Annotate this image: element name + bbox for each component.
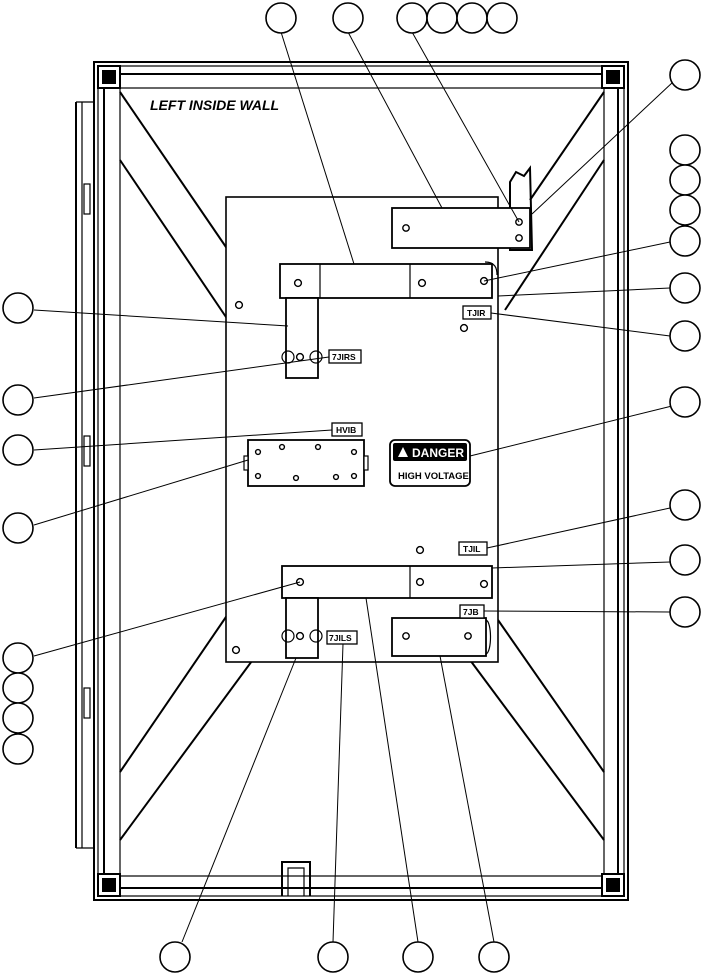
lower-busbar	[231, 545, 493, 659]
callout-right-2	[669, 134, 701, 166]
svg-text:7JILS: 7JILS	[329, 633, 352, 643]
svg-text:TJIR: TJIR	[467, 308, 485, 318]
callout-top-4	[426, 2, 458, 34]
svg-text:HVIB: HVIB	[336, 425, 356, 435]
tag-hvib: HVIB	[331, 422, 363, 437]
bottom-right-bracket	[391, 617, 492, 657]
callout-right-8	[669, 386, 701, 418]
callout-right-4	[669, 194, 701, 226]
callout-left-2	[2, 384, 34, 416]
callout-top-2	[332, 2, 364, 34]
callout-top-5	[456, 2, 488, 34]
callout-left-5	[2, 642, 34, 674]
callout-top-1	[265, 2, 297, 34]
svg-text:TJIL: TJIL	[463, 544, 480, 554]
tag-7jb: 7JB	[459, 604, 485, 619]
top-right-bracket	[391, 165, 534, 251]
tag-7jirs: 7JIRS	[328, 349, 362, 364]
callout-right-7	[669, 320, 701, 352]
wall-title: LEFT INSIDE WALL	[150, 97, 279, 113]
cabinet-frame	[93, 61, 629, 901]
callout-left-1	[2, 292, 34, 324]
callout-right-5	[669, 225, 701, 257]
diagonal-braces	[119, 91, 605, 841]
callout-right-10	[669, 544, 701, 576]
bottom-latch	[281, 861, 311, 896]
tag-tjil: TJIL	[458, 541, 488, 556]
svg-text:7JB: 7JB	[463, 607, 479, 617]
callout-right-1	[669, 59, 701, 91]
tag-tjir: TJIR	[462, 305, 492, 320]
callout-left-3	[2, 434, 34, 466]
callout-bottom-1	[159, 941, 191, 973]
callout-left-4	[2, 512, 34, 544]
callout-right-3	[669, 164, 701, 196]
danger-subtext: HIGH VOLTAGE	[398, 471, 469, 482]
leader-lines	[33, 31, 674, 943]
callout-left-8	[2, 733, 34, 765]
callout-right-9	[669, 489, 701, 521]
callout-bottom-3	[402, 941, 434, 973]
svg-text:7JIRS: 7JIRS	[332, 352, 356, 362]
terminal-block	[243, 439, 369, 487]
callout-top-3	[396, 2, 428, 34]
callout-left-6	[2, 672, 34, 704]
callout-right-6	[669, 272, 701, 304]
callout-bottom-2	[317, 941, 349, 973]
callout-bottom-4	[478, 941, 510, 973]
warning-triangle-icon	[398, 447, 408, 457]
callout-right-11	[669, 596, 701, 628]
callout-left-7	[2, 702, 34, 734]
tag-7jils: 7JILS	[326, 630, 358, 645]
danger-sign: DANGER HIGH VOLTAGE	[389, 439, 471, 487]
door-hinge-strip	[75, 101, 94, 849]
upper-busbar	[234, 261, 498, 379]
callout-top-6	[486, 2, 518, 34]
danger-heading: DANGER	[412, 446, 464, 460]
